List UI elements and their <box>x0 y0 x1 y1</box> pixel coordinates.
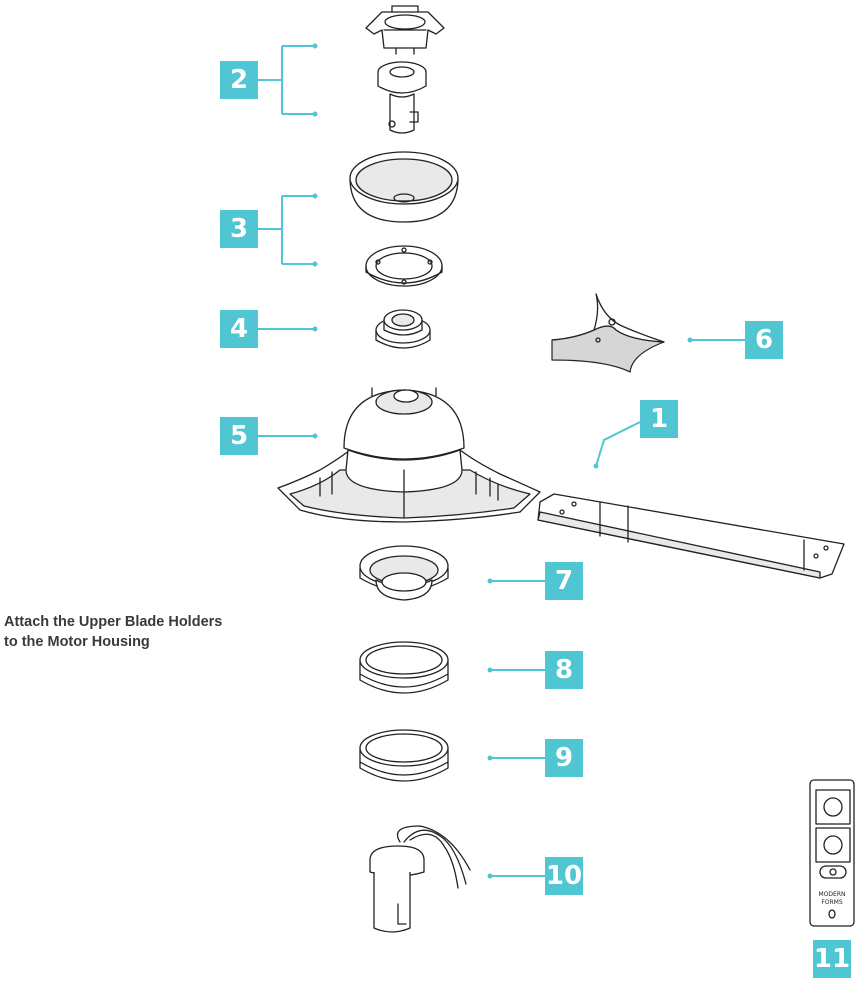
trim-ring-8-drawing <box>359 641 449 694</box>
downrod-drawing <box>377 61 427 134</box>
blade-holder-plate-drawing <box>551 293 665 373</box>
remote-control-drawing: MODERN FORMS <box>809 779 855 927</box>
part-label-3: 3 <box>220 210 258 248</box>
coupling-drawing <box>375 309 431 349</box>
part-label-5: 5 <box>220 417 258 455</box>
trim-ring-9-drawing <box>359 729 449 782</box>
part-label-4: 4 <box>220 310 258 348</box>
part-label-11: 11 <box>813 940 851 978</box>
part-label-6: 6 <box>745 321 783 359</box>
part-label-2: 2 <box>220 61 258 99</box>
part-label-7: 7 <box>545 562 583 600</box>
caption-line-2: to the Motor Housing <box>4 634 150 650</box>
leader-lines <box>258 43 745 879</box>
motor-housing-drawing <box>277 387 541 523</box>
part-label-8: 8 <box>545 651 583 689</box>
remote-brand-line1: MODERN <box>819 891 846 898</box>
part-label-1: 1 <box>640 400 678 438</box>
part-label-10: 10 <box>545 857 583 895</box>
hanger-bracket-drawing <box>365 5 445 55</box>
part-label-9: 9 <box>545 739 583 777</box>
canopy-ring-drawing <box>365 245 443 287</box>
blade-drawing <box>537 493 845 579</box>
remote-brand-line2: FORMS <box>821 899 843 906</box>
canopy-drawing <box>349 151 459 223</box>
light-kit-drawing <box>359 545 449 601</box>
instruction-caption: Attach the Upper Blade Holders to the Mo… <box>4 612 244 652</box>
caption-line-1: Attach the Upper Blade Holders <box>4 614 223 630</box>
receiver-drawing <box>369 825 471 933</box>
